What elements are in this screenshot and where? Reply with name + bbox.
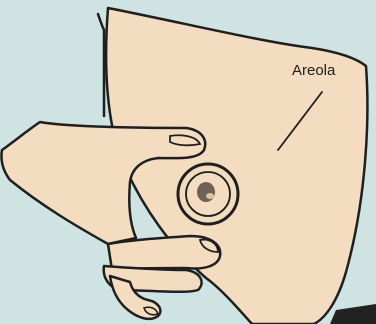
corner-letter-fragment	[330, 304, 376, 324]
areola-label: Areola	[292, 62, 335, 79]
nipple-highlight	[206, 193, 214, 199]
nipple	[197, 182, 215, 202]
arm-edge-line	[98, 14, 104, 116]
